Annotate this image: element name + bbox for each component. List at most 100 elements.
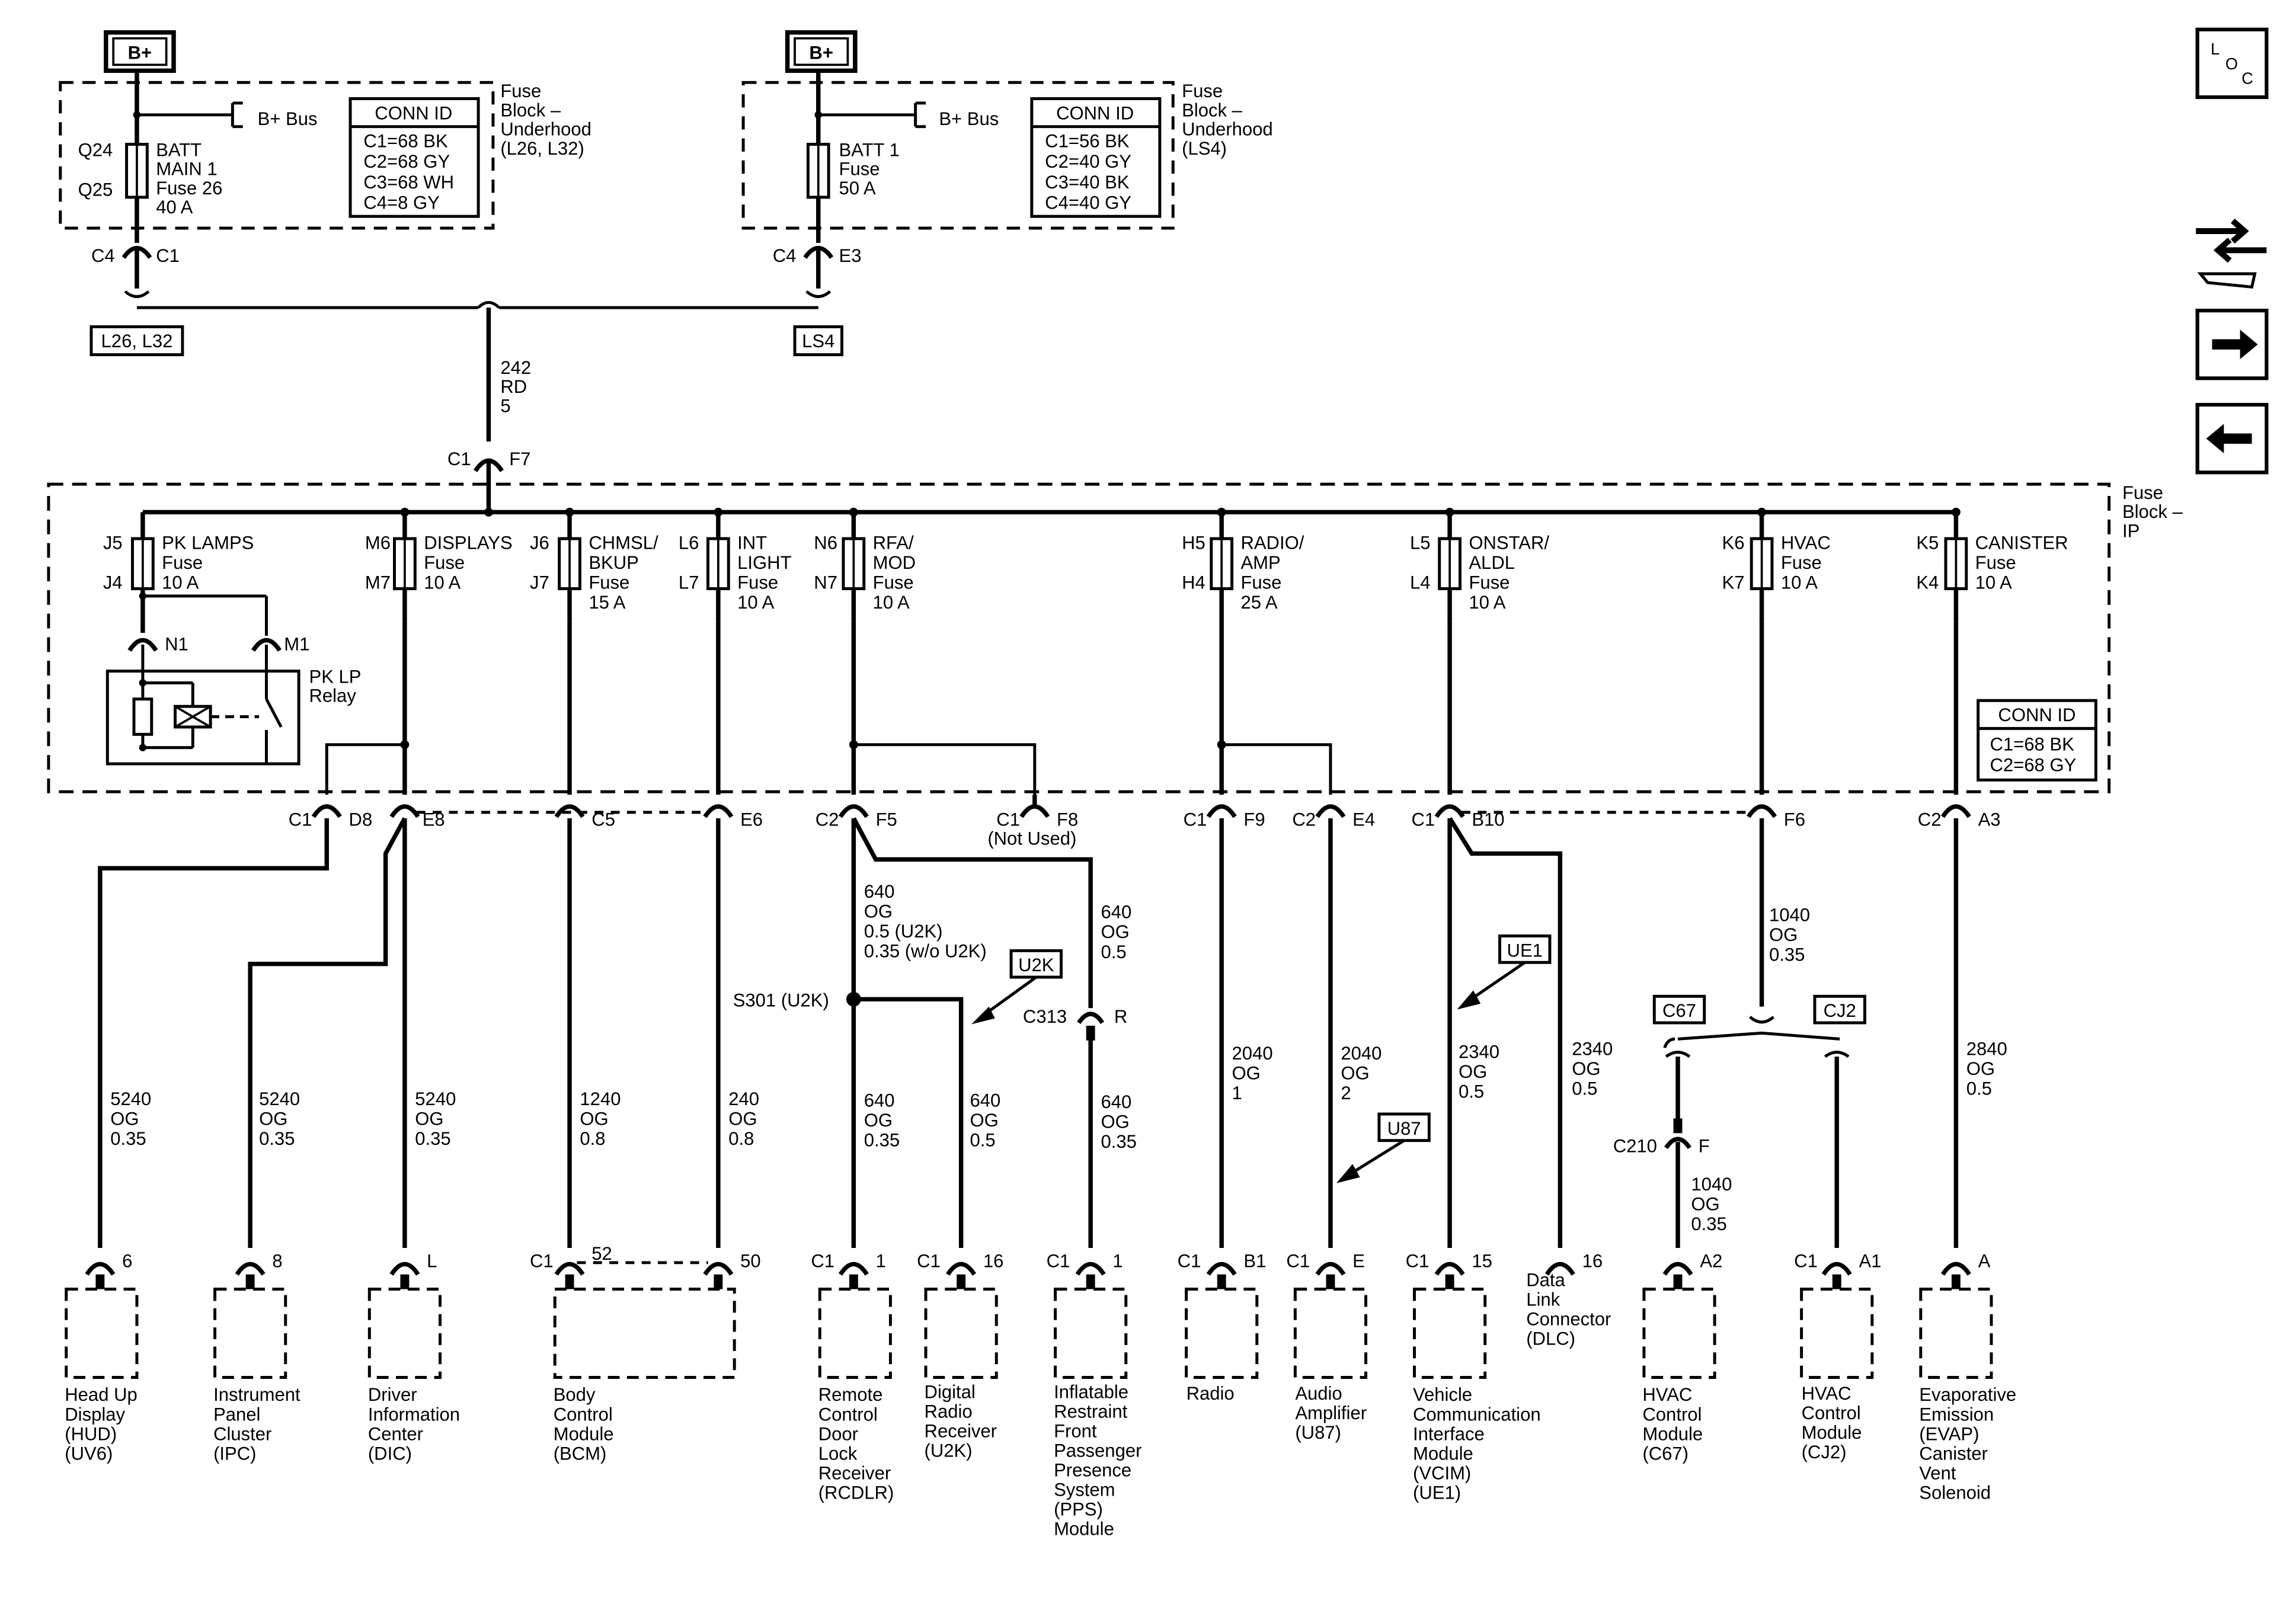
svg-text:50 A: 50 A	[839, 178, 876, 199]
fuse-label: 10 A	[1975, 572, 2012, 593]
wire-spec: 0.5	[1459, 1081, 1484, 1102]
wire-spec: OG	[864, 901, 893, 921]
fuse-label: 10 A	[737, 592, 774, 613]
svg-text:Q24: Q24	[78, 139, 113, 160]
component-pin: A1	[1859, 1250, 1881, 1271]
fuse-label: Fuse	[873, 572, 914, 593]
ip-pin-number: E4	[1352, 809, 1375, 830]
wire-spec: OG	[1101, 921, 1130, 942]
svg-text:R: R	[1114, 1006, 1127, 1027]
wire-spec: 0.35	[259, 1128, 295, 1149]
component-name-line: Inflatable	[1054, 1381, 1128, 1402]
svg-text:RD: RD	[500, 376, 527, 397]
svg-text:C3=40 BK: C3=40 BK	[1045, 172, 1130, 193]
svg-text:BATT 1: BATT 1	[839, 139, 900, 160]
fuse-label: 10 A	[162, 572, 199, 593]
component-name-line: Radio	[1187, 1383, 1235, 1404]
svg-text:L: L	[2211, 40, 2220, 58]
ip-pin-number: F5	[876, 809, 897, 830]
svg-text:O: O	[2225, 55, 2238, 73]
component-pin: B1	[1243, 1250, 1266, 1271]
svg-text:242: 242	[500, 357, 531, 378]
component-pin: 8	[272, 1250, 282, 1271]
svg-text:40 A: 40 A	[156, 197, 193, 217]
ip-pin-number: F8	[1057, 809, 1078, 830]
svg-text:Fuse: Fuse	[500, 81, 541, 101]
fuse-cavity-top: N6	[814, 532, 837, 553]
connector-swap-icon[interactable]	[2196, 218, 2267, 289]
svg-text:Relay: Relay	[309, 686, 357, 706]
wire-spec: 0.5	[1966, 1078, 1992, 1099]
component-name-line: Display	[65, 1404, 125, 1425]
fuse-label: Fuse	[424, 552, 465, 573]
component-pin: L	[427, 1250, 437, 1271]
component-name-line: Evaporative	[1919, 1384, 2016, 1405]
fuse-cavity-bottom: J7	[530, 572, 549, 593]
arrow-left-icon[interactable]	[2195, 402, 2269, 475]
component-name-line: HVAC	[1642, 1384, 1692, 1405]
svg-text:Block –: Block –	[1182, 100, 1243, 120]
fuse-label: CANISTER	[1975, 532, 2068, 553]
wire-spec: 1	[1232, 1083, 1242, 1103]
svg-text:IP: IP	[2122, 521, 2140, 542]
wire-spec: 0.5	[970, 1130, 996, 1151]
fuse-cavity-bottom: K7	[1722, 572, 1745, 593]
ip-connector-pin: C5	[554, 804, 615, 830]
fuse-label: INT	[737, 532, 767, 553]
component-name-line: Remote	[818, 1384, 883, 1405]
component-name-line: Data	[1526, 1270, 1565, 1291]
component-name-line: (DLC)	[1526, 1329, 1575, 1349]
component-name-line: Module	[1642, 1423, 1703, 1444]
component-name-line: Connector	[1526, 1309, 1611, 1330]
wire-spec: 2340	[1572, 1039, 1613, 1060]
wire-spec: OG	[580, 1109, 608, 1129]
component-name-line: (UV6)	[65, 1443, 113, 1464]
fuse-label: Fuse	[162, 552, 203, 573]
ip-connector-id: C2	[816, 809, 839, 830]
fuse-label: RFA/	[873, 532, 914, 553]
component-name-line: Control	[1642, 1404, 1702, 1425]
component-name-line: (DIC)	[368, 1443, 412, 1464]
svg-text:F7: F7	[509, 449, 530, 469]
ip-pin-number: F9	[1243, 809, 1265, 830]
pk-lp-relay: N1 M1 PK LP Relay	[105, 592, 361, 766]
fuse-label: 10 A	[1469, 592, 1505, 613]
component-name-line: (IPC)	[213, 1443, 256, 1464]
component-name-line: Cluster	[213, 1423, 271, 1444]
component-pin: 16	[983, 1250, 1004, 1271]
component-pin: 6	[122, 1250, 132, 1271]
component-name-line: Control	[554, 1404, 613, 1425]
svg-text:LS4: LS4	[802, 331, 834, 351]
fuse-label: Fuse	[1469, 572, 1510, 593]
fuse-cavity-top: J6	[530, 532, 549, 553]
component-name-line: (CJ2)	[1802, 1442, 1847, 1462]
wire-spec: OG	[110, 1109, 139, 1129]
ip-pin-number: F6	[1784, 809, 1805, 830]
fuse-label: RADIO/	[1240, 532, 1304, 553]
wire-spec: OG	[1966, 1058, 1995, 1079]
loc-icon[interactable]: L O C	[2195, 27, 2269, 100]
wire-spec: 640	[864, 1090, 895, 1111]
wire-spec: 1240	[580, 1089, 621, 1109]
component-name-line: Center	[368, 1423, 423, 1444]
arrow-right-icon[interactable]	[2195, 308, 2269, 380]
svg-text:CONN ID: CONN ID	[375, 103, 452, 123]
component-name-line: (BCM)	[554, 1443, 607, 1464]
svg-text:N1: N1	[165, 634, 188, 655]
svg-text:C1: C1	[447, 449, 471, 469]
svg-text:CONN ID: CONN ID	[1056, 103, 1134, 123]
